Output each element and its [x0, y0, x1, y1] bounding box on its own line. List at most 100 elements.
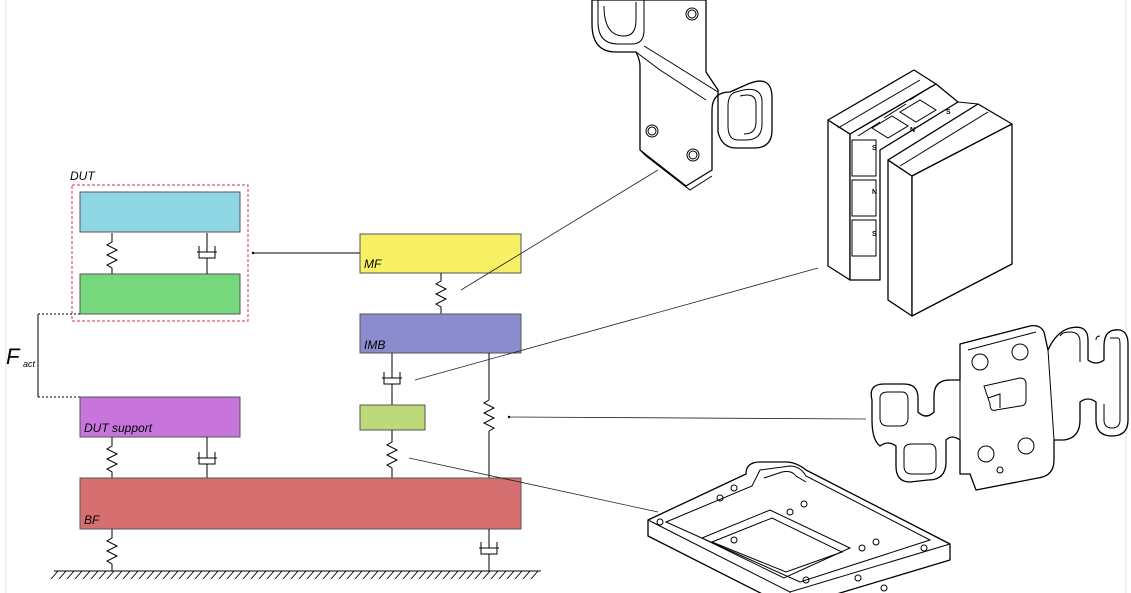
dut-spring — [105, 233, 119, 274]
magnet-label-5: S — [872, 231, 877, 238]
ground-hatch-line — [266, 570, 275, 580]
ground-hatch-line — [386, 570, 395, 580]
ground-hatch-line — [410, 570, 419, 580]
ground-hatch-line — [514, 570, 523, 580]
imb-mass — [359, 313, 522, 354]
ground-hatch-line — [506, 570, 515, 580]
ground-hatch-line — [218, 570, 227, 580]
ground-hatch-line — [426, 570, 435, 580]
ground-hatch-line — [354, 570, 363, 580]
force-label: F — [6, 344, 21, 369]
ground-hatch-line — [314, 570, 323, 580]
ground-hatch-line — [474, 570, 483, 580]
ground-hatch-line — [490, 570, 499, 580]
magnet-assembly-part: S N S N S — [827, 69, 1013, 317]
magnet-label-4: N — [872, 189, 877, 196]
mf-imb-spring — [434, 273, 448, 314]
ground-hatch-line — [194, 570, 203, 580]
ground-hatch-line — [186, 570, 195, 580]
ground-hatch-line — [154, 570, 163, 580]
ground-hatch-line — [202, 570, 211, 580]
ground-hatch-line — [58, 570, 67, 580]
ground-hatch-line — [114, 570, 123, 580]
ground-hatch-line — [322, 570, 331, 580]
dut-frame — [71, 184, 249, 322]
dut-top-mass — [79, 191, 241, 233]
ground-hatch-line — [50, 570, 59, 580]
leader-flexure — [460, 169, 659, 291]
ground-hatch-line — [522, 570, 531, 580]
ground-hatch-line — [442, 570, 451, 580]
mf-label: MF — [364, 257, 382, 271]
small-mass-spring — [385, 430, 399, 478]
ground-hatch-line — [66, 570, 75, 580]
ground-hatch-line — [378, 570, 387, 580]
ground-hatch-line — [258, 570, 267, 580]
ground-hatch-line — [338, 570, 347, 580]
ground-hatch-line — [330, 570, 339, 580]
dut-group: DUT — [70, 169, 249, 322]
ground-hatch-line — [362, 570, 371, 580]
ground-hatch-line — [418, 570, 427, 580]
ground-hatch-line — [466, 570, 475, 580]
dut-damper — [197, 233, 217, 274]
ground-hatch-line — [306, 570, 315, 580]
ground-hatch-line — [130, 570, 139, 580]
force-subscript: act — [23, 359, 36, 369]
ground-hatch-line — [298, 570, 307, 580]
magnet-label-1: S — [872, 145, 877, 152]
ground-hatch-line — [122, 570, 131, 580]
ground-hatch-line — [138, 570, 147, 580]
ground-hatch-line — [234, 570, 243, 580]
ground-hatch-line — [482, 570, 491, 580]
ground-damper — [479, 529, 499, 571]
ground-hatch-line — [282, 570, 291, 580]
ground-hatch-line — [402, 570, 411, 580]
ground-hatch-line — [530, 570, 539, 580]
ground-spring — [105, 529, 119, 571]
leader-magnet — [414, 267, 819, 381]
ground-hatch-line — [434, 570, 443, 580]
ground-hatch-line — [242, 570, 251, 580]
ground-hatch-line — [162, 570, 171, 580]
imb-label: IMB — [364, 338, 385, 352]
dut-bottom-mass — [79, 273, 241, 315]
ground-hatch-line — [346, 570, 355, 580]
ground-hatch-line — [178, 570, 187, 580]
ground-hatch-line — [210, 570, 219, 580]
ground-hatch-line — [370, 570, 379, 580]
ground-hatch-line — [290, 570, 299, 580]
magnet-label-2: N — [910, 127, 915, 134]
leader-base-plate — [408, 457, 659, 513]
flexure-part — [591, 0, 773, 191]
spring-plate-part — [870, 324, 1129, 491]
dut-support-label: DUT support — [84, 421, 153, 435]
ground-hatch-line — [170, 570, 179, 580]
ground-hatch-line — [226, 570, 235, 580]
ground-hatch-line — [498, 570, 507, 580]
ground-hatch-line — [98, 570, 107, 580]
ground-hatch-line — [394, 570, 403, 580]
leader-spring-plate — [508, 416, 867, 420]
base-plate-part — [647, 461, 951, 593]
ground-hatch-line — [90, 570, 99, 580]
dut-label: DUT — [70, 169, 96, 183]
bf-label: BF — [84, 513, 100, 527]
intermediate-mass — [359, 404, 426, 431]
ground-hatch-line — [250, 570, 259, 580]
bf-mass — [79, 477, 522, 530]
ground-hatch-line — [82, 570, 91, 580]
support-spring — [105, 437, 119, 478]
ground-hatch-line — [106, 570, 115, 580]
ground-hatch-line — [146, 570, 155, 580]
ground-hatch-line — [458, 570, 467, 580]
ground-hatch-line — [450, 570, 459, 580]
force-indicator: F act — [6, 313, 80, 398]
imb-bf-spring — [482, 353, 496, 478]
ground-hatch-line — [274, 570, 283, 580]
mf-mass — [359, 233, 522, 274]
imb-damper — [382, 353, 402, 405]
ground — [50, 570, 541, 580]
ground-hatch-line — [74, 570, 83, 580]
